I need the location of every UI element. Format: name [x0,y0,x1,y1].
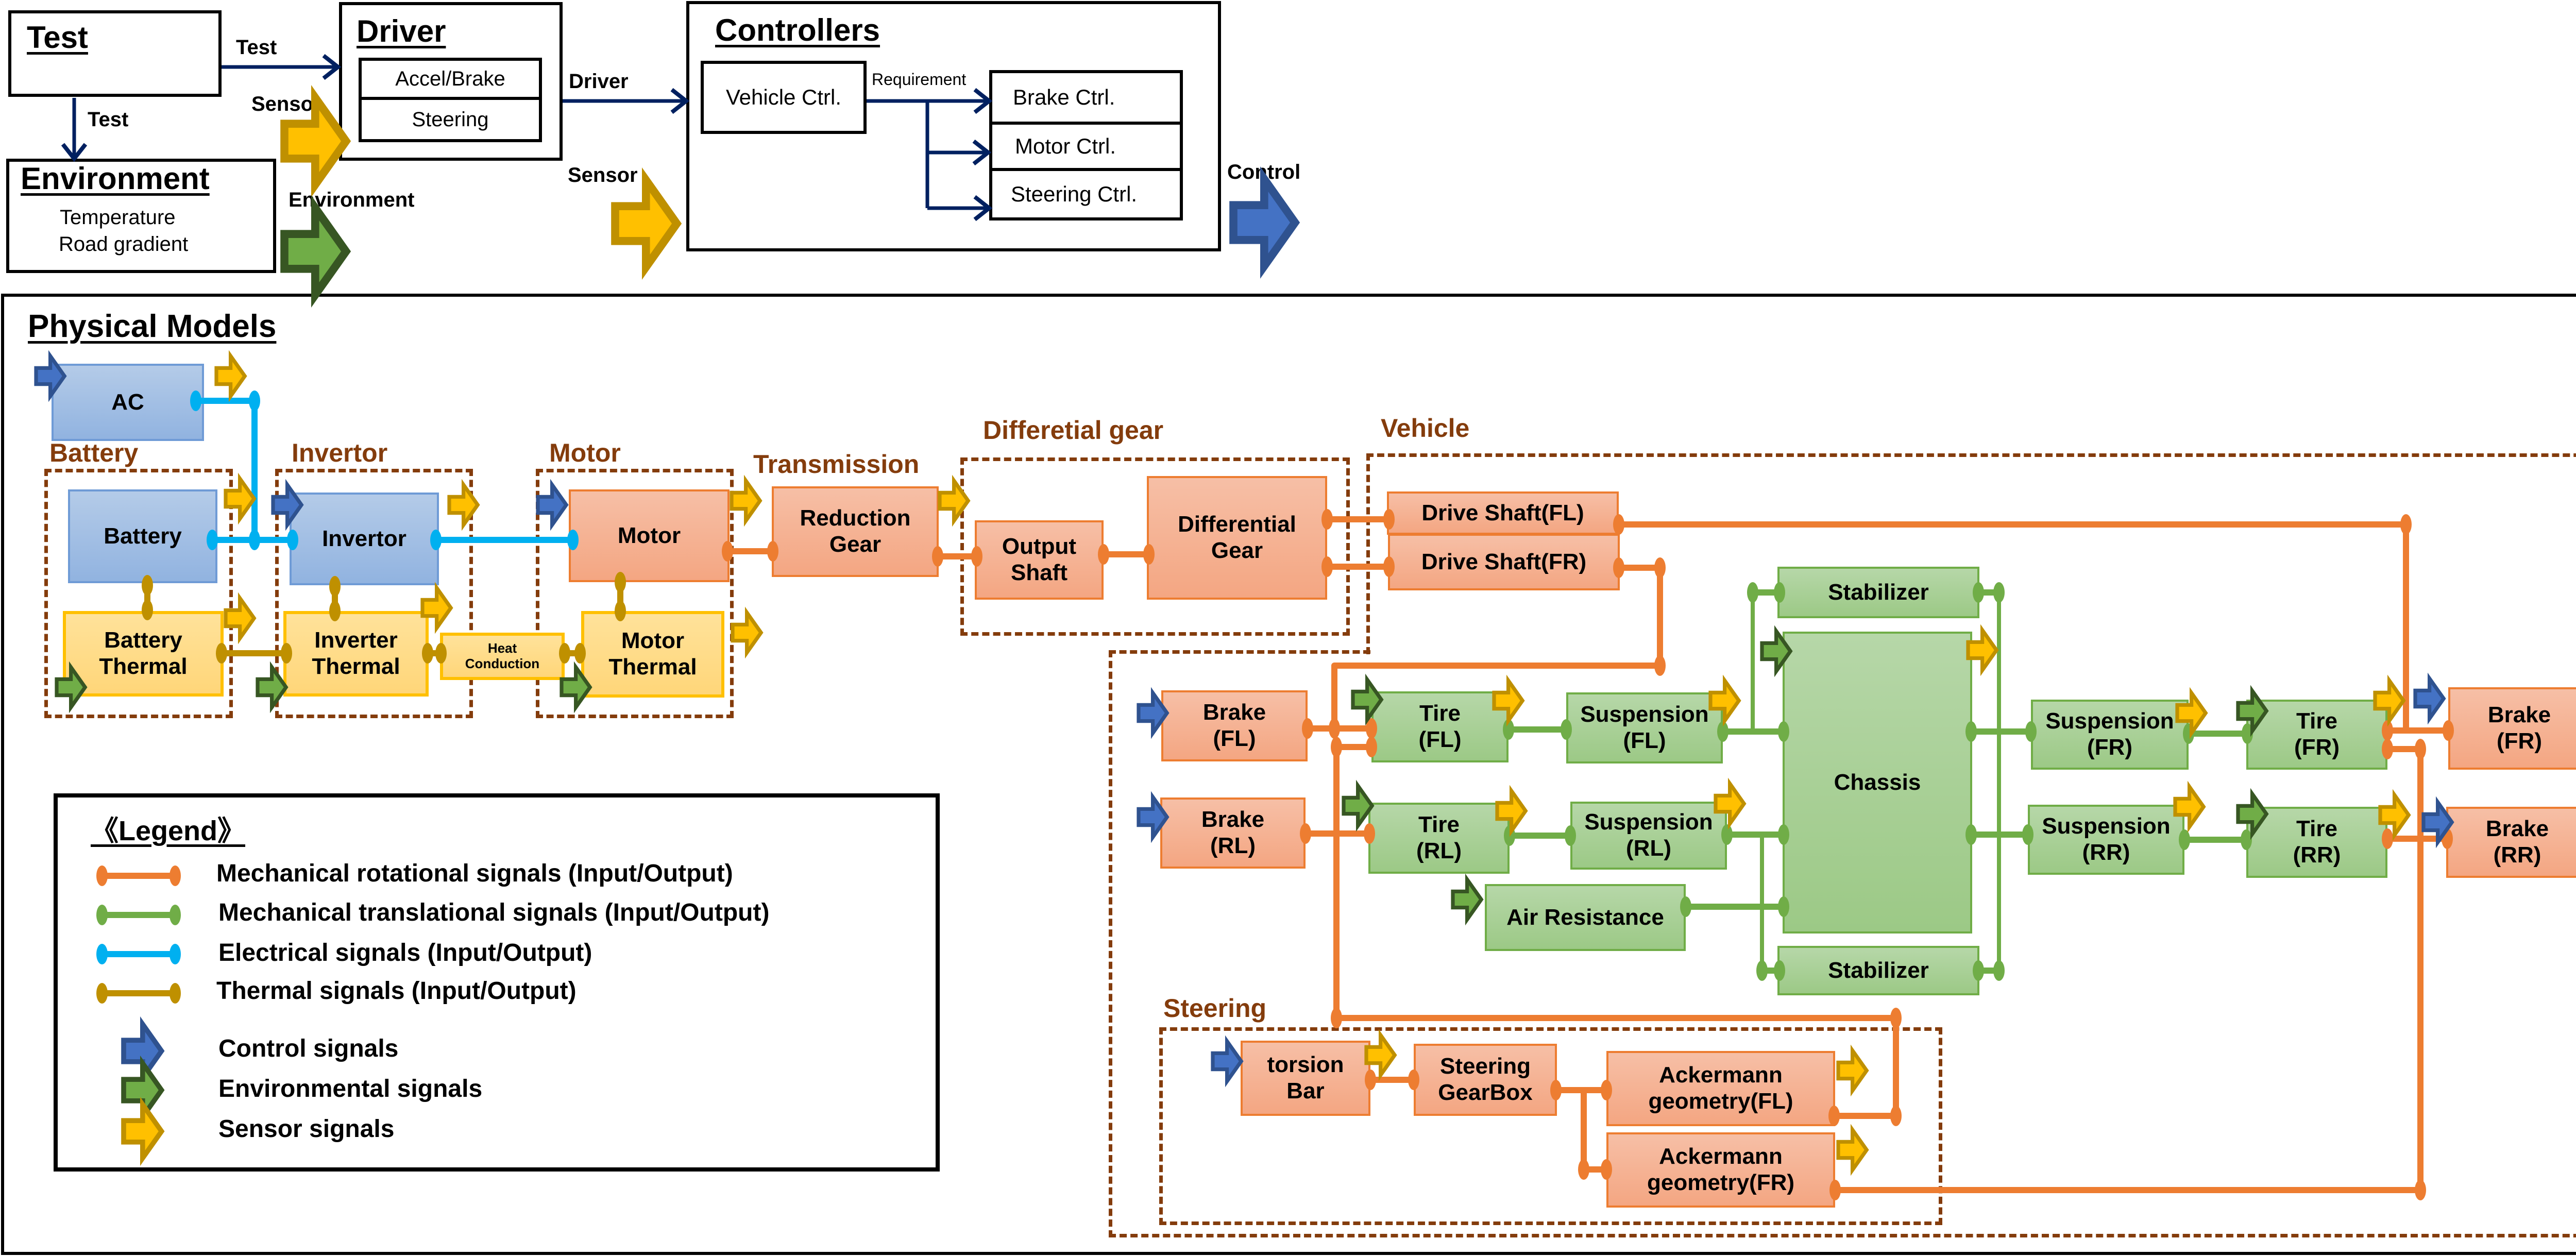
block-drive-shaft-fr[interactable]: Drive Shaft(FR) [1388,534,1620,590]
block-chassis[interactable]: Chassis [1783,632,1972,933]
controllers-title: Controllers [715,13,880,47]
driver-title: Driver [357,14,446,48]
block-output-shaft[interactable]: Output Shaft [975,520,1104,600]
arrow-test-to-environment-head [61,143,88,162]
group-frame-invertor [275,469,473,718]
legend-label-control: Control signals [218,1035,399,1062]
block-tire-fr[interactable]: Tire (FR) [2246,700,2387,770]
legend-label-environmental: Environmental signals [218,1075,483,1102]
block-stabilizer-front[interactable]: Stabilizer [1777,567,1979,618]
group-label-transmission: Transmission [753,450,920,479]
group-frame-motor [536,469,734,718]
block-heat-conduction[interactable]: Heat Conduction [440,633,565,680]
driver-steering: Steering [359,97,542,142]
group-frame-differential [960,457,1350,636]
block-brake-fl[interactable]: Brake (FL) [1161,690,1308,761]
block-differential-gear[interactable]: Differential Gear [1147,476,1327,600]
block-tire-rl[interactable]: Tire (RL) [1368,803,1510,874]
block-suspension-fr[interactable]: Suspension (FR) [2031,700,2189,770]
group-frame-vehicle [1109,453,2576,1237]
group-frame-vehicle-step [1109,650,1370,654]
block-suspension-rr[interactable]: Suspension (RR) [2028,805,2184,875]
legend-label-thermal: Thermal signals (Input/Output) [216,977,577,1005]
vehicle-ctrl-box: Vehicle Ctrl. [701,61,867,134]
block-reduction-gear[interactable]: Reduction Gear [772,486,939,577]
legend-title: 《Legend》 [91,816,246,846]
group-frame-vehicle-left [1366,453,1370,654]
driver-steering-label: Steering [412,108,489,131]
arrow-label-sensor-driver: Sensor [251,93,321,115]
block-stabilizer-rear[interactable]: Stabilizer [1777,946,1979,995]
arrow-label-environment: Environment [289,189,415,211]
group-label-steering: Steering [1163,994,1267,1023]
block-inverter-thermal[interactable]: Inverter Thermal [283,611,429,697]
block-invertor[interactable]: Invertor [290,493,439,585]
legend-label-rotational: Mechanical rotational signals (Input/Out… [216,860,733,887]
arrow-label-test-driver: Test [236,36,277,59]
driver-accel-brake: Accel/Brake [359,58,542,100]
block-ackermann-fl[interactable]: Ackermann geometry(FL) [1606,1051,1835,1126]
motor-ctrl-box: Motor Ctrl. [989,122,1183,171]
arrow-label-test-env: Test [88,108,129,131]
driver-accel-brake-label: Accel/Brake [395,67,505,90]
block-brake-fr[interactable]: Brake (FR) [2448,687,2576,770]
block-brake-rl[interactable]: Brake (RL) [1160,797,1306,869]
block-battery-thermal[interactable]: Battery Thermal [63,611,224,697]
legend-label-sensor: Sensor signals [218,1115,395,1143]
vehicle-ctrl-label: Vehicle Ctrl. [725,85,842,109]
legend-label-electrical: Electrical signals (Input/Output) [218,939,592,966]
block-motor[interactable]: Motor [569,489,730,582]
sensor-arrow-icon [611,167,682,280]
legend-box [54,793,940,1172]
motor-ctrl-label: Motor Ctrl. [1015,134,1116,158]
block-motor-thermal[interactable]: Motor Thermal [581,611,724,698]
block-tire-rr[interactable]: Tire (RR) [2246,807,2387,878]
physical-models-title: Physical Models [28,309,277,344]
group-frame-vehicle-top [1366,453,2576,457]
brake-ctrl-box: Brake Ctrl. [989,70,1183,125]
environment-item-temperature: Temperature [60,206,176,229]
block-torsion-bar[interactable]: torsion Bar [1241,1041,1370,1116]
environment-item-road-gradient: Road gradient [59,233,189,256]
group-label-invertor: Invertor [292,438,388,467]
arrow-label-sensor-ctrl: Sensor [568,164,638,186]
arrow-driver-to-controllers-head [670,88,690,114]
test-title: Test [27,20,88,55]
brake-ctrl-label: Brake Ctrl. [1013,85,1115,109]
block-tire-fl[interactable]: Tire (FL) [1371,691,1509,762]
legend-label-translational: Mechanical translational signals (Input/… [218,899,770,926]
steering-ctrl-label: Steering Ctrl. [1011,182,1138,206]
block-ackermann-fr[interactable]: Ackermann geometry(FR) [1606,1132,1835,1208]
arrow-test-to-driver-head [322,54,342,80]
requirement-label: Requirement [872,70,967,89]
control-arrow-icon [1229,166,1300,279]
block-brake-rr[interactable]: Brake (RR) [2446,807,2576,878]
group-frame-vehicle-left-lower [1109,650,1113,1237]
environment-arrow-icon [280,195,351,308]
group-label-motor: Motor [549,438,621,467]
block-suspension-rl[interactable]: Suspension (RL) [1570,802,1727,870]
environment-title: Environment [21,161,210,196]
arrow-label-control: Control [1227,161,1301,183]
steering-ctrl-box: Steering Ctrl. [989,168,1183,220]
group-label-differential: Differetial gear [983,416,1164,445]
environment-box [6,159,276,273]
group-label-vehicle: Vehicle [1381,414,1470,443]
test-box [8,10,222,97]
block-steering-gearbox[interactable]: Steering GearBox [1414,1044,1557,1116]
arrow-label-driver-ctrl: Driver [569,70,629,93]
block-suspension-fl[interactable]: Suspension (FL) [1566,692,1723,763]
block-battery[interactable]: Battery [68,489,217,583]
block-drive-shaft-fl[interactable]: Drive Shaft(FL) [1387,491,1619,535]
block-ac[interactable]: AC [52,364,204,441]
block-air-resistance[interactable]: Air Resistance [1485,884,1686,951]
group-label-battery: Battery [49,438,139,467]
